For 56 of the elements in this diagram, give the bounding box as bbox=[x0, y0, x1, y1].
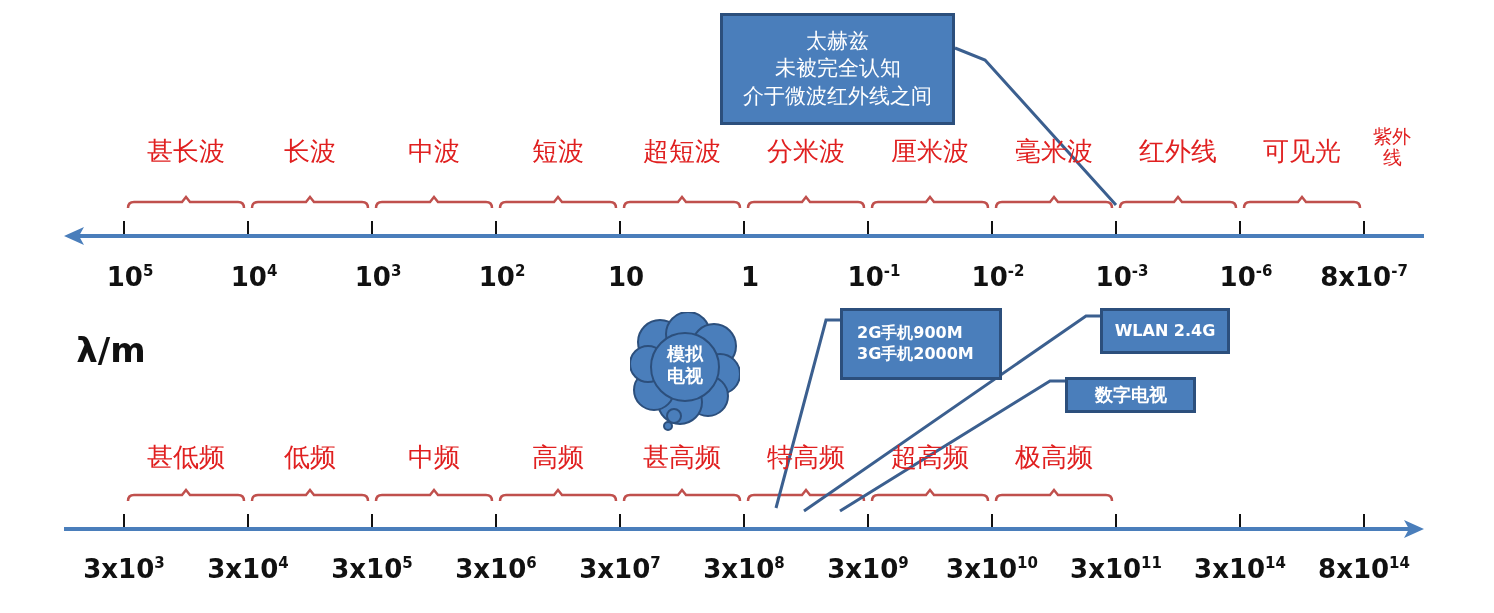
callout-text: 3G手机2000M bbox=[857, 344, 974, 365]
band-name: 中频 bbox=[408, 441, 460, 474]
tick-value: 10$^{2}$ bbox=[478, 262, 526, 292]
tick-value: 10$^{3}$ bbox=[354, 262, 402, 292]
band-name: 紫外线 bbox=[1372, 126, 1412, 168]
tick-value: 10$^{-2}$ bbox=[971, 262, 1025, 292]
tick-value: 10$^{-1}$ bbox=[847, 262, 901, 292]
tick-value: 8x10$^{-7}$ bbox=[1320, 262, 1408, 292]
band-name: 可见光 bbox=[1263, 135, 1341, 168]
leader-line bbox=[803, 314, 1100, 513]
callout-box bbox=[840, 308, 1002, 380]
tick-value: 3x10$^{3}$ bbox=[83, 554, 165, 584]
band-name: 甚高频 bbox=[643, 441, 721, 474]
band-name: 短波 bbox=[532, 135, 584, 168]
leader-line bbox=[774, 318, 840, 509]
tick-value: 10 bbox=[607, 262, 645, 292]
axis-unit: λ/m bbox=[76, 330, 146, 370]
tick-value: 10$^{4}$ bbox=[230, 262, 278, 292]
band-name: 厘米波 bbox=[891, 135, 969, 168]
band-name: 高频 bbox=[532, 441, 584, 474]
callout-text: 2G手机900M bbox=[857, 323, 963, 344]
callout-box bbox=[720, 13, 955, 125]
band-name: 极高频 bbox=[1015, 441, 1093, 474]
callout-box bbox=[1065, 377, 1196, 413]
tick-value: 3x10$^{9}$ bbox=[827, 554, 909, 584]
tick-value: 3x10$^{11}$ bbox=[1070, 554, 1162, 584]
callout-text: 未被完全认知 bbox=[774, 55, 901, 83]
band-name: 超短波 bbox=[643, 135, 721, 168]
callout-box bbox=[1100, 308, 1230, 354]
band-name: 甚低频 bbox=[147, 441, 225, 474]
callout-text: WLAN 2.4G bbox=[1114, 320, 1216, 342]
leader-line bbox=[839, 379, 1065, 513]
band-name: 中波 bbox=[408, 135, 460, 168]
callout-text: 太赫兹 bbox=[806, 28, 869, 56]
tick-value: 3x10$^{5}$ bbox=[331, 554, 413, 584]
band-name: 长波 bbox=[284, 135, 336, 168]
tick-value: 3x10$^{6}$ bbox=[455, 554, 537, 584]
band-name: 毫米波 bbox=[1015, 135, 1093, 168]
band-name: 红外线 bbox=[1139, 135, 1217, 168]
tick-value: 10$^{-3}$ bbox=[1095, 262, 1149, 292]
tick-value: 3x10$^{8}$ bbox=[703, 554, 785, 584]
band-name: 分米波 bbox=[767, 135, 845, 168]
tick-value: 10$^{5}$ bbox=[106, 262, 154, 292]
tick-value: 1 bbox=[740, 262, 760, 292]
tick-value: 10$^{-6}$ bbox=[1219, 262, 1273, 292]
cloud-text: 模拟电视 bbox=[665, 342, 704, 388]
callout-text: 数字电视 bbox=[1094, 383, 1167, 407]
tick-value: 3x10$^{10}$ bbox=[946, 554, 1038, 584]
tick-value: 3x10$^{7}$ bbox=[579, 554, 661, 584]
tick-value: 3x10$^{4}$ bbox=[207, 554, 289, 584]
tick-value: 3x10$^{14}$ bbox=[1194, 554, 1286, 584]
band-name: 低频 bbox=[284, 441, 336, 474]
band-name: 甚长波 bbox=[147, 135, 225, 168]
callout-text: 介于微波红外线之间 bbox=[743, 82, 932, 110]
tick-value: 8x10$^{14}$ bbox=[1318, 554, 1410, 584]
leader-line bbox=[954, 46, 1118, 206]
